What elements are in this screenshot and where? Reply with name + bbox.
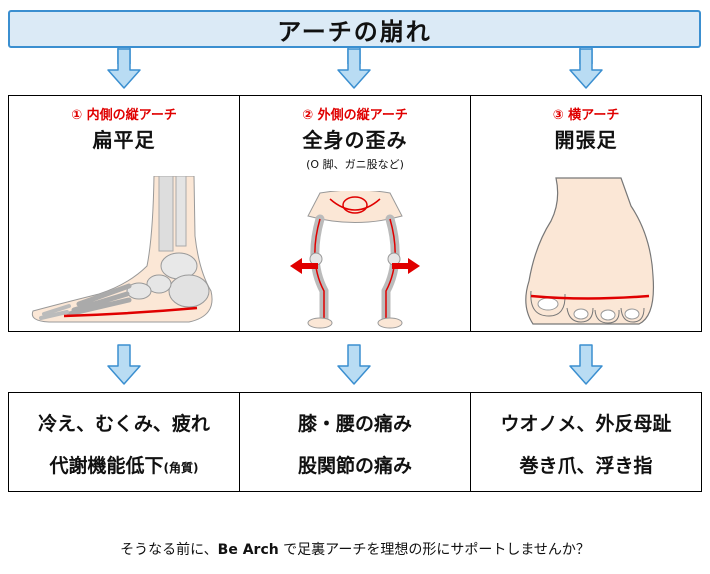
down-arrow-icon: [107, 48, 141, 89]
splayed-foot-front-icon: [525, 177, 655, 325]
result-line-2: 代謝機能低下(角質): [9, 451, 239, 478]
result-line-2: 巻き爪、浮き指: [471, 451, 701, 478]
panel-heading: 開張足: [554, 128, 618, 152]
result-box-transverse: ウオノメ、外反母趾 巻き爪、浮き指: [470, 392, 702, 492]
right-arrow-icon: [392, 258, 420, 274]
down-arrow-icon: [569, 344, 603, 385]
footer-message: そうなる前に、Be Arch で足裏アーチを理想の形にサポートしませんか？: [0, 539, 710, 559]
panel-heading: 全身の歪み: [302, 128, 408, 152]
panel-transverse-arch: ③ 横アーチ 開張足: [470, 95, 702, 332]
title-banner: アーチの崩れ: [8, 10, 701, 48]
footer-text-before: そうなる前に、: [120, 542, 218, 558]
panel-heading: 扁平足: [92, 128, 156, 152]
result-line-2-note: (角質): [163, 461, 199, 475]
result-box-lateral: 膝・腰の痛み 股関節の痛み: [239, 392, 471, 492]
panel-lateral-arch: ② 外側の縦アーチ 全身の歪み (O 脚、ガニ股など): [239, 95, 471, 332]
left-arrow-icon: [290, 258, 318, 274]
down-arrow-icon: [337, 344, 371, 385]
down-arrow-icon: [107, 344, 141, 385]
diagram-title: アーチの崩れ: [277, 17, 432, 46]
result-line-2-main: 代謝機能低下: [49, 455, 164, 477]
panel-medial-arch: ① 内側の縦アーチ 扁平足: [8, 95, 240, 332]
result-line-1: 冷え、むくみ、疲れ: [38, 413, 210, 435]
o-legs-skeleton-icon: [307, 191, 403, 329]
panel-subtitle: ① 内側の縦アーチ: [71, 108, 177, 123]
panel-note: (O 脚、ガニ股など): [306, 158, 404, 171]
down-arrow-icon: [337, 48, 371, 89]
result-line-2-main: 股関節の痛み: [297, 455, 412, 477]
brand-name: Be Arch: [217, 542, 279, 558]
panel-subtitle: ② 外側の縦アーチ: [302, 108, 408, 123]
result-line-2: 股関節の痛み: [240, 451, 470, 478]
result-box-medial: 冷え、むくみ、疲れ 代謝機能低下(角質): [8, 392, 240, 492]
footer-text-after: で足裏アーチを理想の形にサポートしませんか？: [278, 542, 590, 558]
result-line-1: ウオノメ、外反母趾: [500, 413, 672, 435]
result-line-1: 膝・腰の痛み: [297, 413, 412, 435]
panel-subtitle: ③ 横アーチ: [552, 108, 620, 123]
result-line-2-main: 巻き爪、浮き指: [519, 455, 653, 477]
foot-skeleton-side-icon: [31, 176, 213, 323]
down-arrow-icon: [569, 48, 603, 89]
